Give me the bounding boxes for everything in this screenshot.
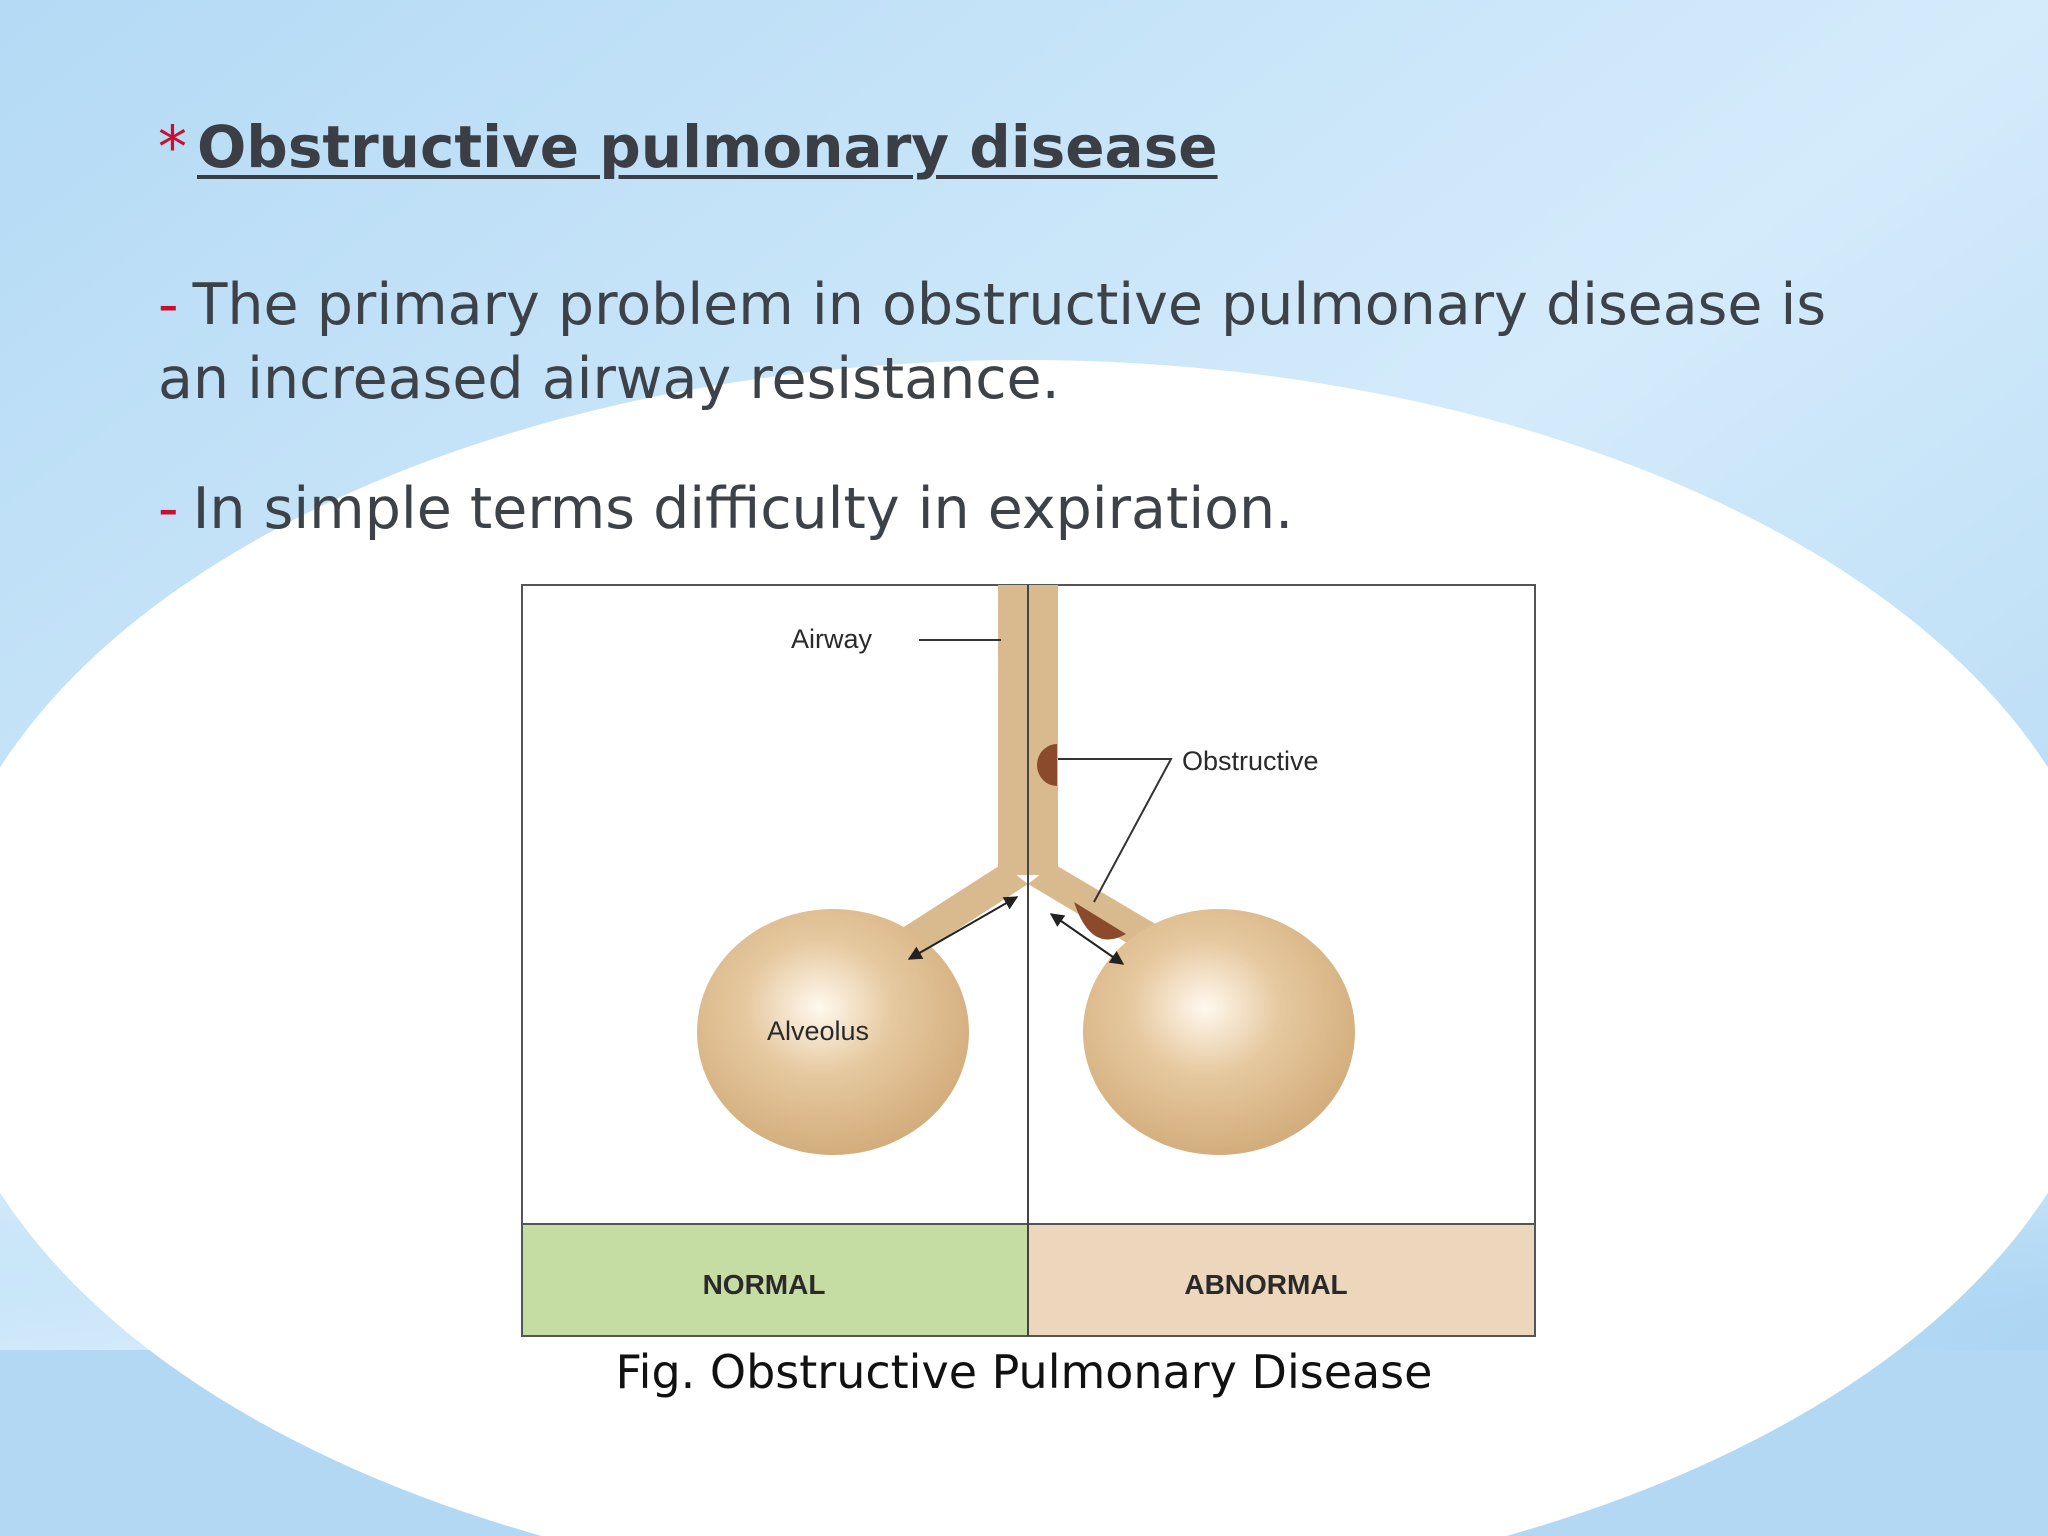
bullet-expiration: -In simple terms difficulty in expiratio… [158,472,1293,546]
slide-title: *Obstructive pulmonary disease [158,118,1218,176]
title-asterisk: * [158,113,187,181]
abnormal-panel [1027,1223,1536,1337]
bullet-dash: - [158,476,179,542]
bullet-dash: - [158,272,179,338]
bullet-text: In simple terms difficulty in expiration… [192,476,1294,542]
alveolus-abnormal [1083,909,1355,1155]
label-airway: Airway [791,624,873,654]
label-normal: NORMAL [703,1269,826,1300]
label-abnormal: ABNORMAL [1184,1269,1347,1300]
title-text: Obstructive pulmonary disease [197,113,1218,181]
obstructive-leader [1058,758,1173,903]
label-alveolus: Alveolus [767,1016,869,1046]
label-obstructive: Obstructive [1182,746,1319,776]
bullet-airway-resistance: -The primary problem in obstructive pulm… [158,268,1898,416]
obstruction-trunk [1037,744,1057,786]
figure-caption: Fig. Obstructive Pulmonary Disease [615,1345,1433,1399]
flow-arrow-abnormal [1049,913,1125,965]
normal-panel [521,1223,1029,1337]
airway-diagram: Airway Obstructive Alveolus NORMAL ABNOR… [521,584,1536,1337]
alveolus-normal [697,909,969,1155]
flow-arrow-normal [907,896,1019,960]
bullet-text: The primary problem in obstructive pulmo… [158,272,1827,412]
